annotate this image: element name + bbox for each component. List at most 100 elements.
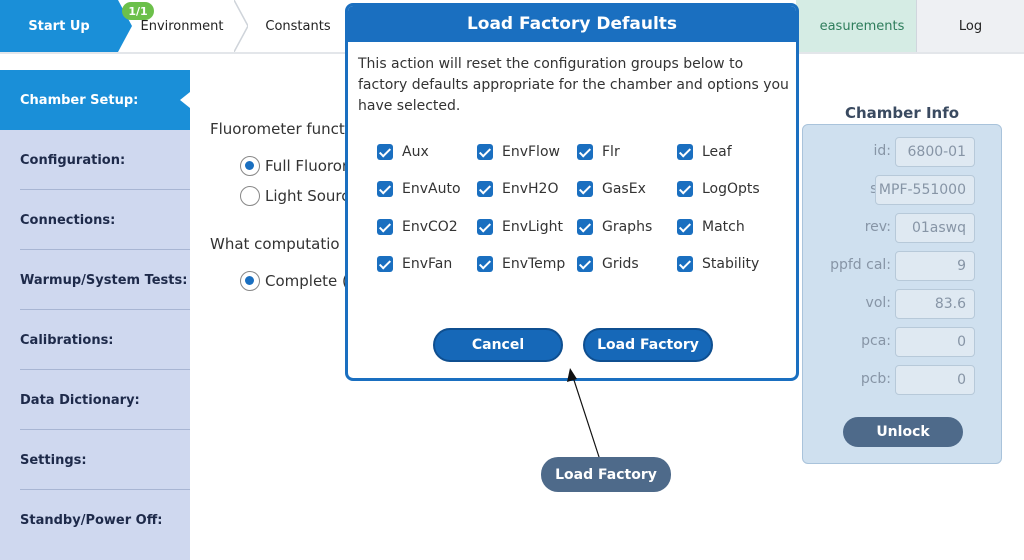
radio-light-source[interactable] [240, 186, 260, 206]
sidebar-item-data-dictionary[interactable]: Data Dictionary: [0, 370, 190, 430]
sidebar-item-label: Configuration: [20, 152, 126, 168]
checkbox-leaf[interactable]: Leaf [677, 144, 732, 160]
checkbox-graphs[interactable]: Graphs [577, 219, 652, 235]
sidebar-item-configuration[interactable]: Configuration: [0, 130, 190, 190]
load-factory-callout: Load Factory [541, 457, 671, 492]
tab-constants[interactable]: Constants [248, 0, 348, 52]
chamber-info-value: 01aswq [895, 213, 975, 243]
chamber-info-row-pca: pca: 0 [803, 327, 1003, 357]
sidebar-item-connections[interactable]: Connections: [0, 190, 190, 250]
checkbox-checked-icon [677, 219, 693, 235]
chamber-info-panel: id: 6800-01 sn: MPF-551000 rev: 01aswq p… [802, 124, 1002, 464]
checkbox-label: Grids [602, 256, 639, 272]
tab-environment[interactable]: Environment [118, 0, 246, 52]
chamber-info-label: rev: [864, 219, 891, 235]
tab-log-label: Log [958, 18, 983, 34]
radio-full-fluorometer-label: Full Fluoror [265, 157, 349, 175]
checkbox-checked-icon [577, 219, 593, 235]
checkbox-checked-icon [477, 256, 493, 272]
checkbox-envfan[interactable]: EnvFan [377, 256, 452, 272]
checkbox-aux[interactable]: Aux [377, 144, 429, 160]
sidebar-item-label: Connections: [20, 212, 116, 228]
tab-start-up-label: Start Up [28, 18, 90, 34]
tab-constants-label: Constants [265, 18, 331, 34]
checkbox-label: Stability [702, 256, 760, 272]
unlock-button[interactable]: Unlock [843, 417, 963, 447]
radio-complete[interactable] [240, 271, 260, 291]
checkbox-checked-icon [677, 144, 693, 160]
radio-full-fluorometer[interactable] [240, 156, 260, 176]
dialog-message: This action will reset the configuration… [358, 56, 789, 114]
tab-start-up[interactable]: Start Up [0, 0, 132, 52]
sidebar-item-calibrations[interactable]: Calibrations: [0, 310, 190, 370]
chamber-info-label: pca: [861, 333, 891, 349]
chamber-info-title: Chamber Info [844, 104, 960, 122]
checkbox-checked-icon [477, 144, 493, 160]
sidebar-item-label: Standby/Power Off: [20, 512, 163, 528]
checkbox-label: Graphs [602, 219, 653, 235]
checkbox-label: Leaf [702, 144, 732, 160]
checkbox-flr[interactable]: Flr [577, 144, 620, 160]
checkbox-gasex[interactable]: GasEx [577, 181, 646, 197]
fluorometer-function-label: Fluorometer funct [210, 120, 345, 138]
checkbox-envco2[interactable]: EnvCO2 [377, 219, 458, 235]
checkbox-label: EnvLight [502, 219, 563, 235]
checkbox-stability[interactable]: Stability [677, 256, 759, 272]
checkbox-label: EnvTemp [502, 256, 566, 272]
checkbox-envlight[interactable]: EnvLight [477, 219, 563, 235]
checkbox-logopts[interactable]: LogOpts [677, 181, 760, 197]
radio-complete-label: Complete ( [265, 272, 348, 290]
checkbox-label: EnvH2O [502, 181, 559, 197]
sidebar-item-label: Warmup/System Tests: [20, 272, 188, 288]
checkbox-envflow[interactable]: EnvFlow [477, 144, 560, 160]
tab-measurements-label: easurements [819, 18, 905, 34]
cancel-button[interactable]: Cancel [433, 328, 563, 362]
checkbox-checked-icon [477, 181, 493, 197]
load-factory-defaults-dialog: Load Factory Defaults This action will r… [345, 3, 799, 381]
sidebar-item-label: Data Dictionary: [20, 392, 140, 408]
tab-environment-label: Environment [140, 18, 224, 34]
sidebar-item-label: Chamber Setup: [20, 92, 139, 108]
chamber-info-row-vol: vol: 83.6 [803, 289, 1003, 319]
checkbox-envh2o[interactable]: EnvH2O [477, 181, 558, 197]
sidebar-item-standby-power-off[interactable]: Standby/Power Off: [0, 490, 190, 550]
sidebar-item-settings[interactable]: Settings: [0, 430, 190, 490]
checkbox-label: GasEx [602, 181, 646, 197]
chamber-info-label: id: [873, 143, 892, 159]
checkbox-checked-icon [377, 219, 393, 235]
sidebar-item-warmup-system-tests[interactable]: Warmup/System Tests: [0, 250, 190, 310]
checkbox-label: EnvFlow [502, 144, 560, 160]
checkbox-label: Aux [402, 144, 429, 160]
checkbox-checked-icon [577, 256, 593, 272]
chamber-info-label: vol: [865, 295, 891, 311]
sidebar: Chamber Setup: Configuration: Connection… [0, 70, 190, 560]
chamber-info-row-rev: rev: 01aswq [803, 213, 1003, 243]
checkbox-label: Flr [602, 144, 620, 160]
chamber-info-value: 83.6 [895, 289, 975, 319]
checkbox-label: EnvFan [402, 256, 453, 272]
checkbox-envtemp[interactable]: EnvTemp [477, 256, 565, 272]
checkbox-label: Match [702, 219, 745, 235]
checkbox-checked-icon [377, 256, 393, 272]
checkbox-checked-icon [677, 256, 693, 272]
sidebar-item-label: Settings: [20, 452, 87, 468]
chamber-info-value: 0 [895, 327, 975, 357]
sidebar-item-chamber-setup[interactable]: Chamber Setup: [0, 70, 190, 130]
checkbox-match[interactable]: Match [677, 219, 745, 235]
callout-arrow-icon [567, 368, 601, 461]
chamber-info-row-ppfd-cal: ppfd cal: 9 [803, 251, 1003, 281]
tab-measurements[interactable]: easurements [796, 0, 916, 52]
tab-separator-chevron [234, 0, 248, 52]
checkbox-checked-icon [577, 181, 593, 197]
sidebar-item-label: Calibrations: [20, 332, 114, 348]
checkbox-label: EnvAuto [402, 181, 461, 197]
radio-light-source-label: Light Sourc [265, 187, 350, 205]
checkbox-checked-icon [377, 181, 393, 197]
checkbox-envauto[interactable]: EnvAuto [377, 181, 461, 197]
load-factory-button[interactable]: Load Factory [583, 328, 713, 362]
chamber-info-value: 6800-01 [895, 137, 975, 167]
chamber-info-value: MPF-551000 [875, 175, 975, 205]
tab-log[interactable]: Log [916, 0, 1024, 52]
dialog-title: Load Factory Defaults [348, 6, 796, 42]
checkbox-grids[interactable]: Grids [577, 256, 639, 272]
